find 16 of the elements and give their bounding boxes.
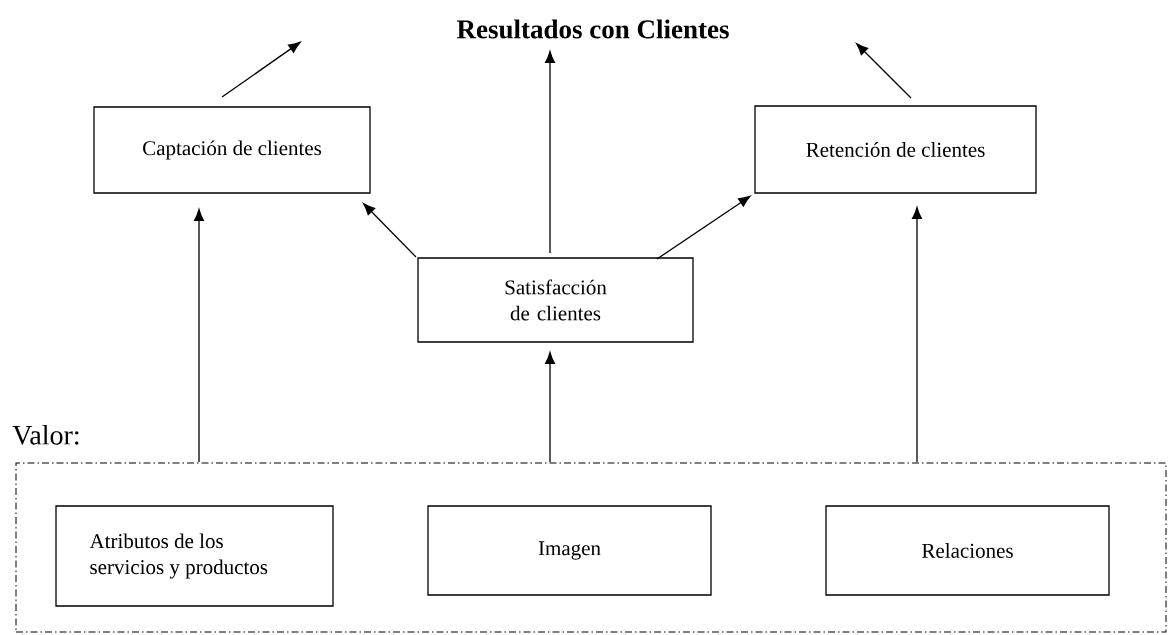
arrow bbox=[912, 206, 922, 463]
arrow bbox=[545, 351, 555, 463]
arrow bbox=[656, 195, 751, 260]
process-box: Atributos de los servicios y productos bbox=[55, 505, 334, 607]
process-box: Captación de clientes bbox=[93, 106, 371, 194]
process-box: Relaciones bbox=[825, 505, 1110, 596]
heading-text: Resultados con Clientes bbox=[456, 19, 729, 39]
process-box: Satisfacción de clientes bbox=[417, 257, 694, 343]
node-label: Valor: bbox=[12, 424, 79, 445]
arrow bbox=[856, 43, 912, 99]
arrow bbox=[545, 50, 555, 254]
arrow bbox=[221, 41, 301, 98]
process-box: Imagen bbox=[427, 505, 712, 596]
process-box: Retención de clientes bbox=[754, 105, 1037, 194]
arrow bbox=[194, 208, 204, 463]
arrow bbox=[363, 203, 417, 258]
